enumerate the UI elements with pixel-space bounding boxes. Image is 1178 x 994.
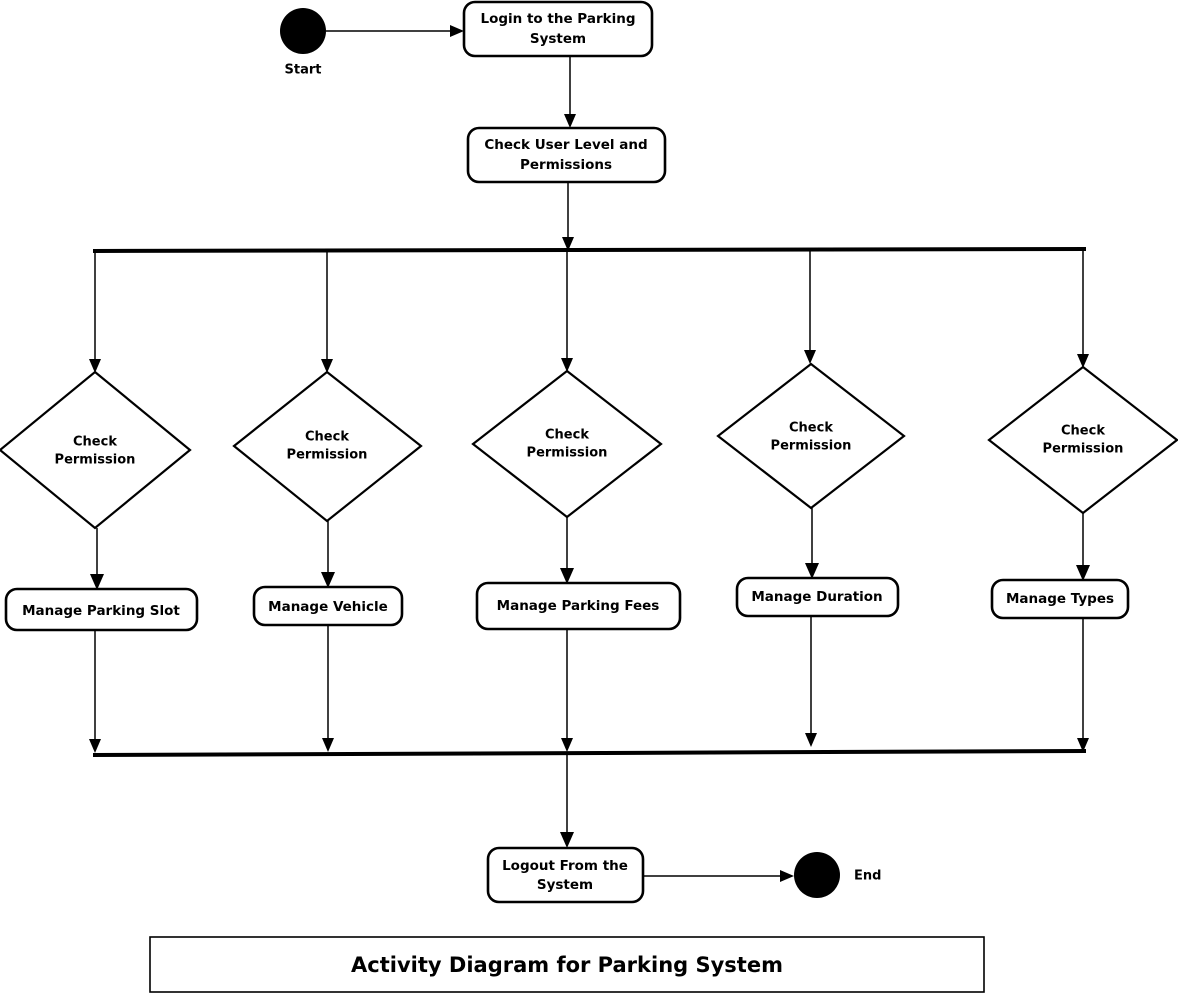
decision-check-permission-parking-slot[interactable] bbox=[0, 370, 192, 530]
arrow-head-icon-box1-join bbox=[89, 739, 101, 753]
arrow-head-icon-checkuser-fork bbox=[562, 237, 574, 251]
activity-login-label-line1: Login to the Parking bbox=[480, 11, 635, 27]
fork-bar bbox=[92, 247, 1087, 253]
arrow-head-icon-box2-join bbox=[322, 738, 334, 752]
arrow-head-icon-box3-join bbox=[561, 738, 573, 752]
arrow-head-icon-start-login bbox=[450, 25, 464, 37]
arrow-head-icon-fork-d4 bbox=[804, 350, 816, 364]
decision-check-permission-parking-fees[interactable] bbox=[471, 369, 663, 519]
decision-label-line1-parking-slot: Check bbox=[73, 435, 117, 450]
decision-label-line1-types: Check bbox=[1061, 424, 1105, 439]
arrow-head-icon-join-logout bbox=[560, 832, 574, 848]
decision-label-line2-parking-slot: Permission bbox=[55, 453, 136, 468]
activity-check-user-box[interactable] bbox=[466, 126, 667, 184]
decision-label-line1-vehicle: Check bbox=[305, 430, 349, 445]
activity-manage-vehicle-label: Manage Vehicle bbox=[268, 599, 388, 615]
arrow-head-icon-box4-join bbox=[805, 733, 817, 747]
activity-check-user-label-line1: Check User Level and bbox=[484, 137, 647, 153]
decision-label-line2-vehicle: Permission bbox=[287, 448, 368, 463]
diagram-caption-label: Activity Diagram for Parking System bbox=[351, 953, 783, 977]
arrow-head-icon-fork-d1 bbox=[89, 359, 101, 373]
activity-manage-parking-fees-box[interactable] bbox=[475, 581, 682, 631]
arrow-head-icon-d5-box5 bbox=[1076, 565, 1090, 581]
decision-check-permission-types[interactable] bbox=[987, 365, 1178, 515]
decision-label-line1-duration: Check bbox=[789, 421, 833, 436]
activity-logout-label-line2: System bbox=[537, 877, 593, 893]
decision-label-line1-parking-fees: Check bbox=[545, 428, 589, 443]
decision-check-permission-vehicle[interactable] bbox=[232, 370, 423, 523]
arrow-head-icon-fork-d3 bbox=[561, 358, 573, 372]
activity-manage-parking-slot-label: Manage Parking Slot bbox=[22, 603, 180, 619]
start-node-icon bbox=[280, 8, 326, 54]
activity-logout-label-line1: Logout From the bbox=[502, 858, 628, 874]
end-node-label: End bbox=[854, 869, 881, 884]
decision-label-line2-duration: Permission bbox=[771, 439, 852, 454]
arrow-head-icon-d4-box4 bbox=[805, 563, 819, 579]
start-node-label: Start bbox=[285, 63, 322, 78]
activity-manage-types-label: Manage Types bbox=[1006, 591, 1114, 607]
arrow-head-icon-fork-d5 bbox=[1077, 354, 1089, 368]
arrow-head-icon-d2-box2 bbox=[321, 572, 335, 588]
arrow-head-icon-d1-box1 bbox=[90, 574, 104, 590]
join-bar bbox=[92, 749, 1087, 757]
activity-login-box[interactable] bbox=[462, 0, 654, 58]
activity-login-label-line2: System bbox=[530, 31, 586, 47]
activity-logout-box[interactable] bbox=[486, 846, 645, 904]
arrow-head-icon-logout-end bbox=[780, 870, 794, 882]
activity-manage-duration-box[interactable] bbox=[735, 576, 900, 618]
decision-label-line2-types: Permission bbox=[1043, 442, 1124, 457]
activity-manage-duration-label: Manage Duration bbox=[751, 589, 882, 605]
decision-check-permission-duration[interactable] bbox=[716, 362, 906, 510]
arrow-head-icon-login-checkuser bbox=[564, 114, 576, 128]
activity-manage-parking-slot-box[interactable] bbox=[4, 587, 199, 632]
decision-label-line2-parking-fees: Permission bbox=[527, 446, 608, 461]
activity-manage-types-box[interactable] bbox=[990, 578, 1130, 620]
arrow-head-icon-d3-box3 bbox=[560, 568, 574, 584]
end-node-icon bbox=[794, 852, 840, 898]
arrow-head-icon-box5-join bbox=[1077, 738, 1089, 752]
activity-manage-parking-fees-label: Manage Parking Fees bbox=[497, 598, 660, 614]
arrow-head-icon-fork-d2 bbox=[321, 359, 333, 373]
caption-box bbox=[149, 936, 985, 993]
activity-check-user-label-line2: Permissions bbox=[520, 157, 612, 173]
